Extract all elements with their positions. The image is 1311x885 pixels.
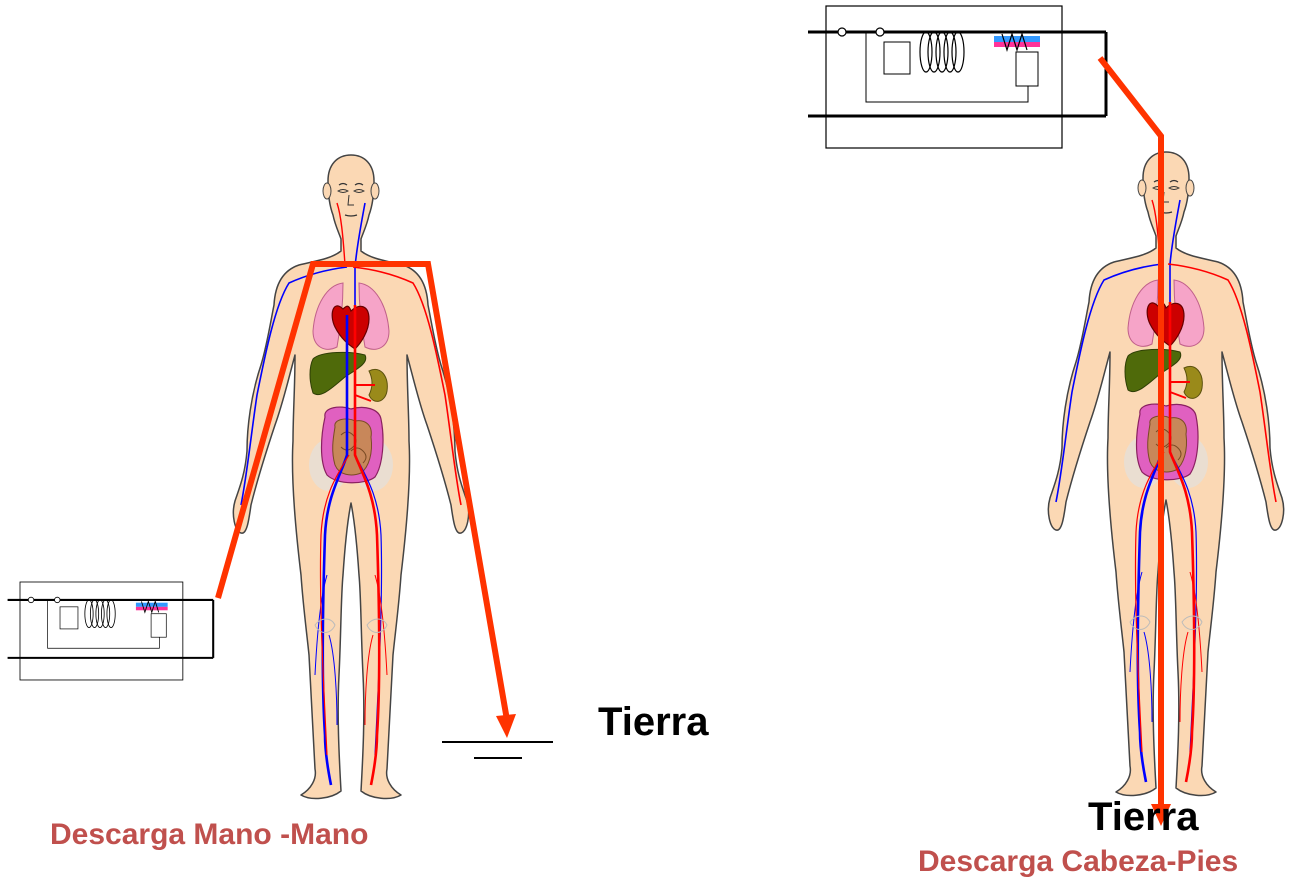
left-ground-symbol	[442, 742, 553, 758]
left-current-arrowhead	[496, 714, 516, 738]
left-shock-device	[8, 582, 214, 680]
caption-head-to-feet: Descarga Cabeza-Pies	[918, 845, 1238, 879]
right-shock-device	[808, 6, 1106, 148]
caption-hand-to-hand: Descarga Mano -Mano	[50, 818, 368, 852]
left-body-figure	[233, 155, 468, 798]
ground-label-left: Tierra	[598, 700, 708, 745]
right-body-figure	[1048, 152, 1283, 795]
ground-label-right: Tierra	[1088, 795, 1198, 840]
